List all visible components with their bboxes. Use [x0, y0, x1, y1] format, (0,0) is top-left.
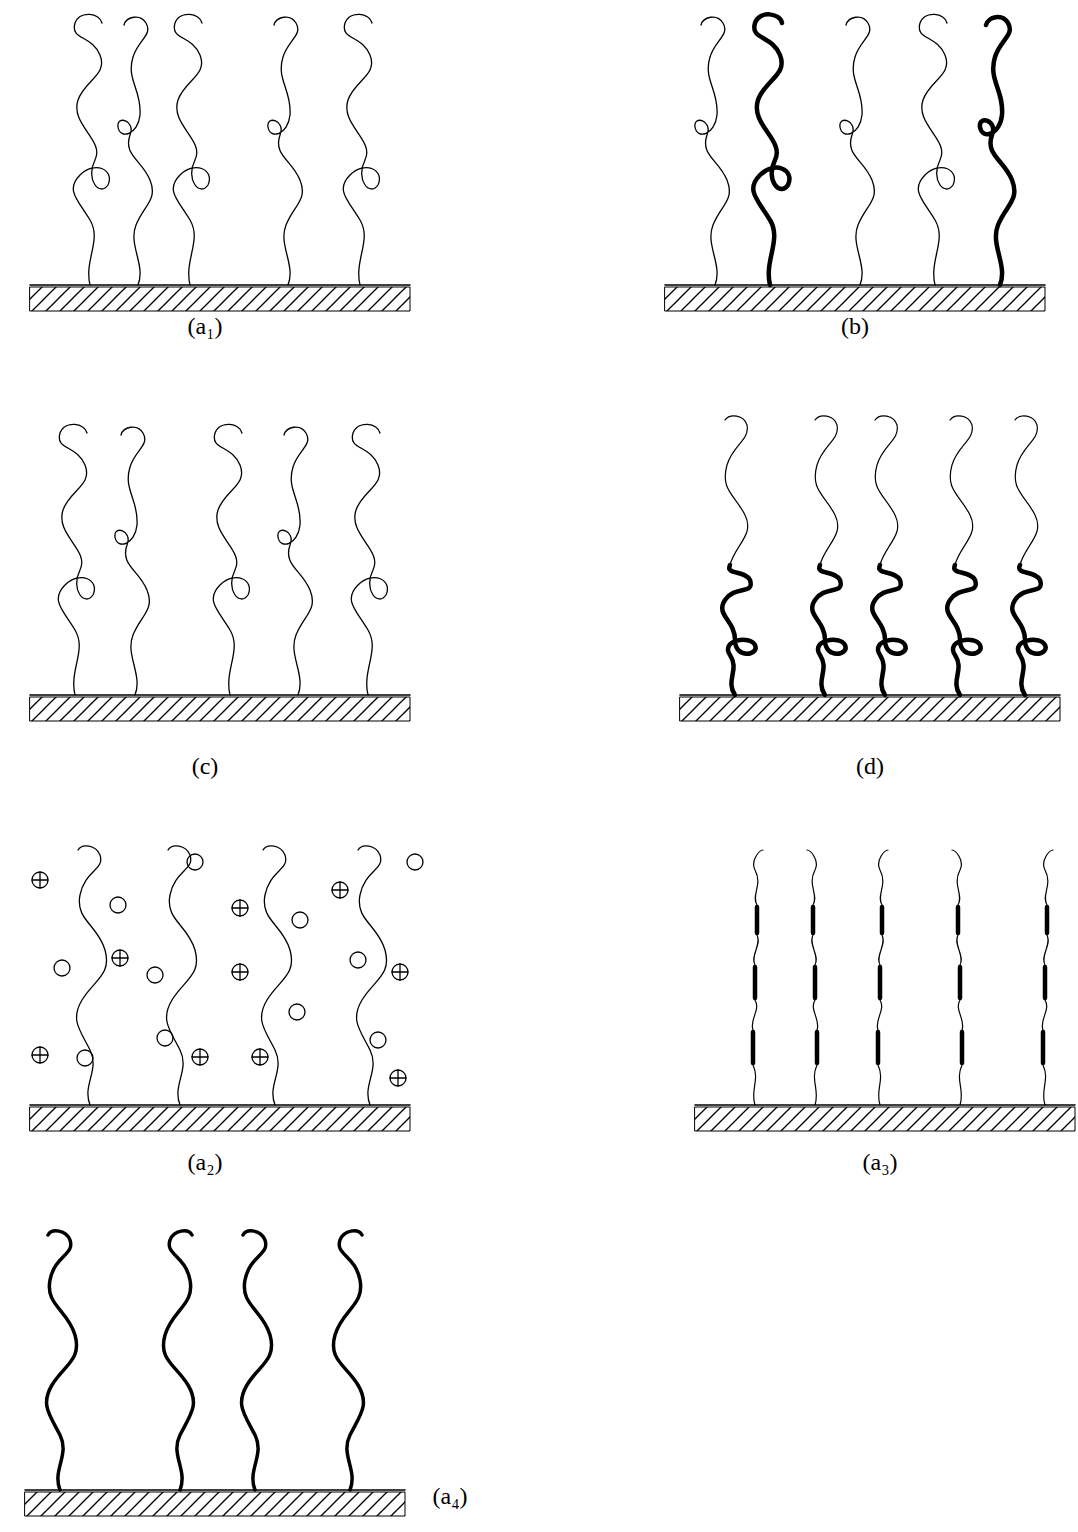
brush-a1: [30, 14, 410, 311]
panel-label: (c): [192, 752, 219, 781]
brush-b: [665, 14, 1045, 311]
panel-label: (a₃): [862, 1148, 897, 1177]
brush-c: [30, 424, 410, 721]
panel-label: (a₄): [432, 1482, 467, 1511]
panel-label: (a₁): [187, 312, 222, 341]
brush-a4: [25, 1231, 405, 1516]
brush-d: [680, 416, 1060, 721]
panel-label: (d): [856, 752, 884, 781]
panel-label: (a₂): [187, 1148, 222, 1177]
brush-a3: [695, 850, 1075, 1131]
ion-symbols: [32, 854, 423, 1086]
panel-label: (b): [841, 312, 869, 341]
brush-a2: [30, 846, 410, 1131]
